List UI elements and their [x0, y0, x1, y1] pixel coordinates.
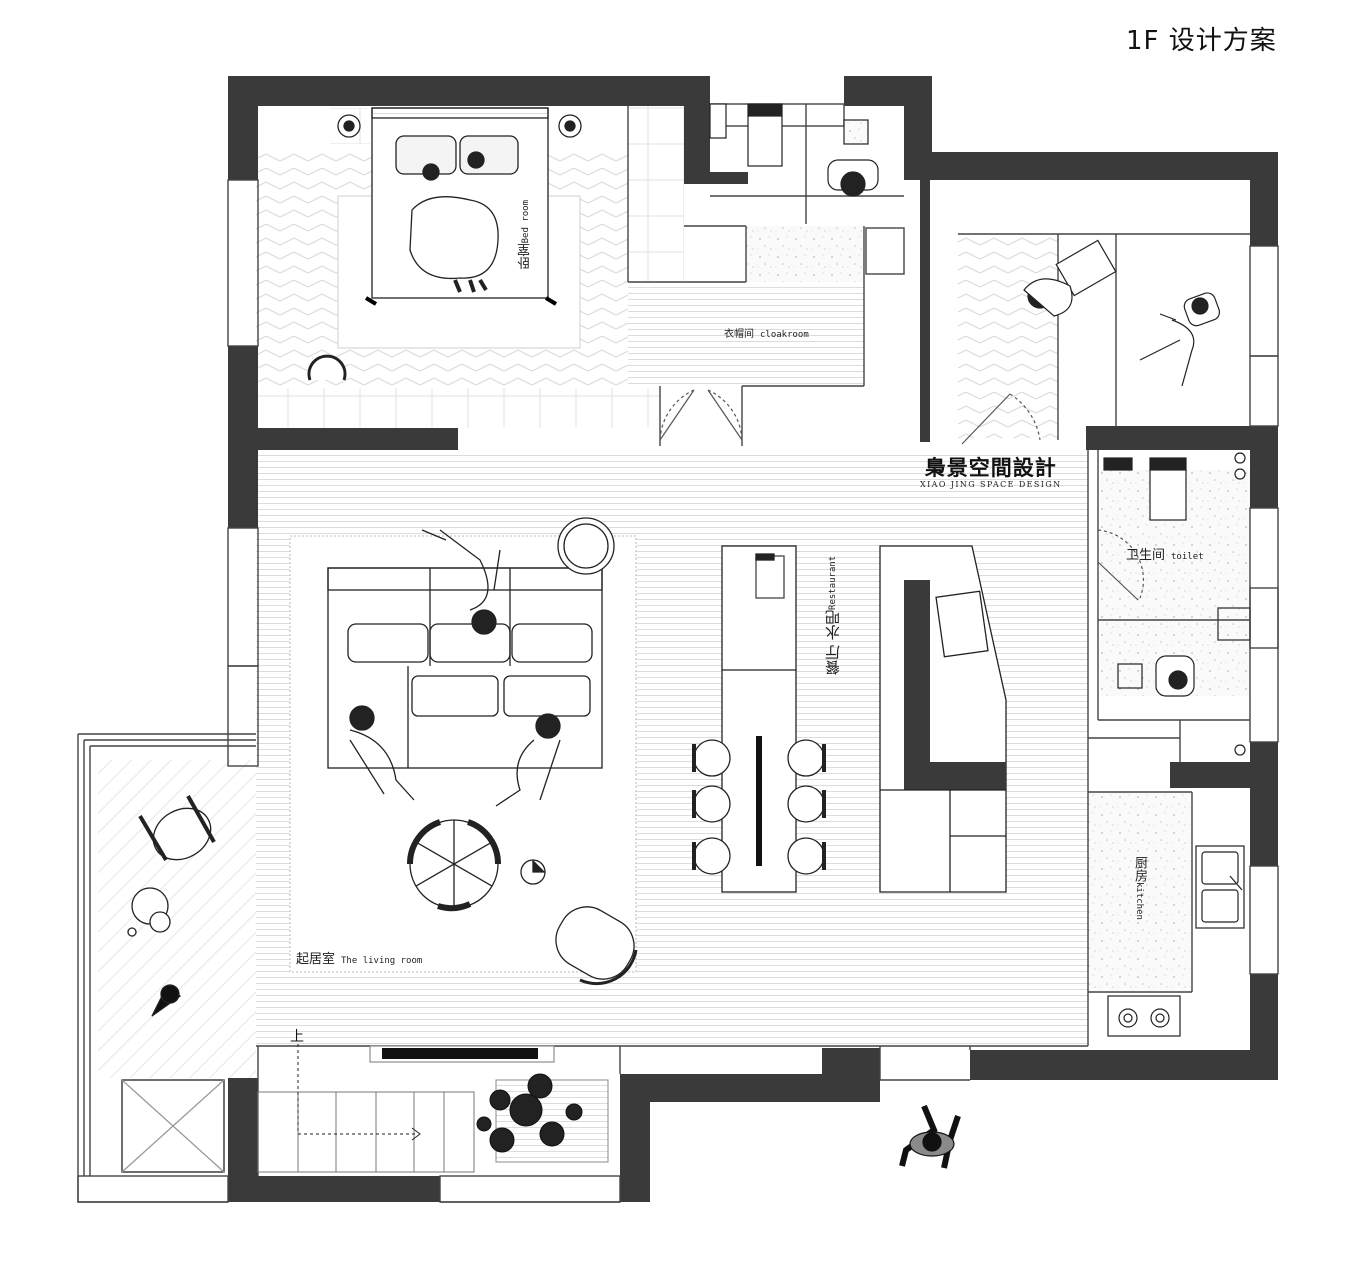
bedroom-label-cn: 卧室 [518, 243, 533, 270]
living-label-cn: 起居室 [296, 952, 336, 967]
sofa-cushion-3 [511, 623, 593, 663]
tile-strip-cloak [628, 106, 684, 282]
kitchen-label-cn: 厨房 [1132, 856, 1147, 882]
duvet [409, 196, 499, 280]
brand-name-cn: 梟景空間設計 [924, 455, 1057, 480]
restaurant-label-cn: 餐厅 水吧 [824, 610, 842, 675]
bedroom-label-en: Bed room [521, 200, 531, 244]
terrace-floor [98, 760, 256, 1078]
study-furniture [709, 103, 879, 197]
room-label-bedroom: 卧室Bed room [516, 200, 535, 269]
dining [692, 545, 1007, 893]
room-label-toilet: 卫生间 toilet [1126, 544, 1204, 563]
bedroom2-herring [958, 234, 1058, 438]
stairs [257, 1044, 555, 1173]
bedroom-furniture [307, 107, 582, 381]
terrace-furniture [121, 795, 225, 1173]
room-label-living: 起居室 The living room [296, 948, 422, 967]
kitchen-label-en: kitchen [1134, 882, 1144, 920]
brand-name-en: XIAO JING SPACE DESIGN [920, 480, 1062, 489]
terrazzo-cloak [746, 226, 864, 282]
armchair [555, 906, 638, 986]
kitchen-island [879, 545, 1007, 893]
person-head-2 [467, 151, 485, 169]
living-furniture [289, 517, 638, 986]
stair-up-label: 上 [290, 1029, 304, 1045]
tile-strip-bed [256, 388, 660, 428]
dining-chairs [692, 739, 826, 875]
toilet-label-cn: 卫生间 [1126, 548, 1166, 563]
room-label-cloakroom: 衣帽间 cloakroom [724, 322, 809, 341]
restaurant-label-en: Restaurant [828, 556, 838, 611]
bedroom2-furniture [1023, 239, 1221, 387]
doors [659, 389, 1145, 601]
sofa-cushion-2 [429, 623, 511, 663]
room-label-kitchen: 厨房kitchen [1130, 856, 1149, 920]
toilet-label-en: toilet [1171, 552, 1204, 562]
entrance-person [899, 1104, 961, 1169]
room-label-restaurant: 餐厅 水吧Restaurant [822, 556, 843, 675]
potted-plant [476, 1073, 609, 1163]
plan-title: 1F 设计方案 [1126, 26, 1277, 56]
round-table [406, 819, 502, 912]
sofa-cushion-1 [347, 623, 429, 663]
cloakroom-label-cn: 衣帽间 [724, 329, 754, 340]
thin-walls [77, 103, 1279, 1203]
cloakroom-floor [628, 282, 864, 386]
kitchen-fixtures [1107, 845, 1245, 1037]
brand-logo: 梟景空間設計 XIAO JING SPACE DESIGN [920, 452, 1062, 489]
living-label-en: The living room [341, 956, 423, 966]
sofa-back [327, 567, 603, 591]
table-2 [503, 675, 591, 717]
dining-bar [756, 736, 762, 866]
kitchen-floor [1088, 792, 1192, 992]
person-head-1 [422, 163, 440, 181]
table-1 [411, 675, 499, 717]
walls [228, 76, 1278, 1202]
cloakroom-label-en: cloakroom [760, 330, 809, 340]
pillow-right [459, 135, 519, 175]
bedroom-chair [307, 354, 347, 381]
toilet-fixtures [1103, 452, 1246, 756]
